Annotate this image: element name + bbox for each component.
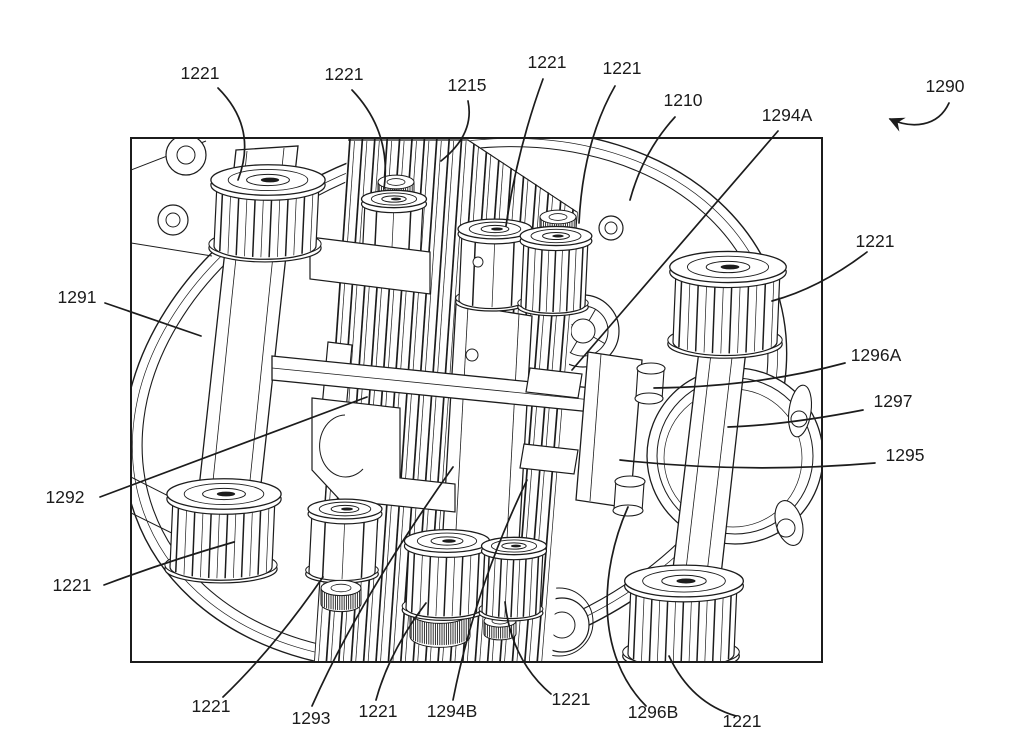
ref-label-1221-right: 1221: [856, 231, 895, 251]
leader-1297: [727, 409, 864, 428]
leader-1291: [104, 302, 202, 337]
leader-1221-left-bottom: [103, 541, 235, 586]
drawing-area: [132, 139, 821, 661]
follower-1296B: [612, 475, 646, 517]
annotations: 1221 1221 1215 1221 1221 1210 1294A 1290 1221 129…: [46, 52, 965, 731]
leader-1296B: [606, 506, 647, 707]
leader-1292: [99, 396, 368, 498]
ref-label-1291: 1291: [58, 287, 97, 307]
ref-label-1296B: 1296B: [628, 702, 679, 722]
ref-label-1210: 1210: [664, 90, 703, 110]
leader-1210: [629, 116, 676, 201]
ref-label-1215: 1215: [448, 75, 487, 95]
ref-label-1297: 1297: [874, 391, 913, 411]
ref-label-1221-bottom-1: 1221: [192, 696, 231, 716]
pulley-1221-bottom-left: [164, 478, 282, 584]
leader-1221-bottom-1: [222, 576, 324, 698]
ref-label-1221-top-mid-1: 1221: [528, 52, 567, 72]
pulley-1221-bc1: [401, 528, 491, 621]
ref-label-1290: 1290: [926, 76, 965, 96]
ref-label-1221-left-bottom: 1221: [53, 575, 92, 595]
leader-1221-bottom-3: [504, 601, 552, 695]
leader-1221-top-left-2: [351, 89, 387, 190]
leader-1221-top-left-1: [217, 87, 246, 181]
ref-label-1221-top-left-1: 1221: [181, 63, 220, 83]
leader-1221-right: [771, 251, 868, 302]
ref-label-1221-bottom-3: 1221: [552, 689, 591, 709]
roller-p6b: [305, 498, 383, 584]
leader-1294A: [571, 130, 779, 371]
leader-1290: [888, 102, 950, 132]
ref-label-1294B: 1294B: [427, 701, 478, 721]
leader-1295: [619, 459, 876, 469]
pulley-1221-right: [667, 250, 787, 359]
leader-1221-bottom-2: [375, 602, 427, 701]
pulley-1221-bottom-right: [622, 564, 745, 661]
follower-1296A: [634, 362, 666, 405]
ref-label-1293: 1293: [292, 708, 331, 728]
leader-1293: [311, 466, 454, 707]
leader-1221-top-mid-2: [578, 85, 616, 224]
carriage: [271, 341, 643, 513]
leader-1221-bottom-right: [668, 655, 737, 717]
pulley-1221-bc2: [478, 536, 548, 622]
ref-label-1221-top-left-2: 1221: [325, 64, 364, 84]
ref-label-1294A: 1294A: [762, 105, 813, 125]
ref-label-1221-top-mid-2: 1221: [603, 58, 642, 78]
top-bracket: [309, 236, 431, 295]
pulley-1221-p4: [517, 225, 593, 317]
leader-1221-top-mid-1: [505, 78, 544, 227]
ref-label-1296A: 1296A: [851, 345, 902, 365]
ref-label-1221-bottom-2: 1221: [359, 701, 398, 721]
pulley-1221-p3: [455, 218, 533, 312]
leader-1294B: [452, 479, 528, 701]
leader-1296A: [653, 362, 846, 389]
pulley-1221-top-left: [208, 164, 326, 263]
pinion-bl: [320, 579, 362, 613]
leader-1215: [440, 100, 470, 162]
ref-label-1292: 1292: [46, 487, 85, 507]
center-rail-1293: [441, 303, 533, 561]
ref-label-1295: 1295: [886, 445, 925, 465]
ref-label-1221-bottom-right: 1221: [723, 711, 762, 731]
